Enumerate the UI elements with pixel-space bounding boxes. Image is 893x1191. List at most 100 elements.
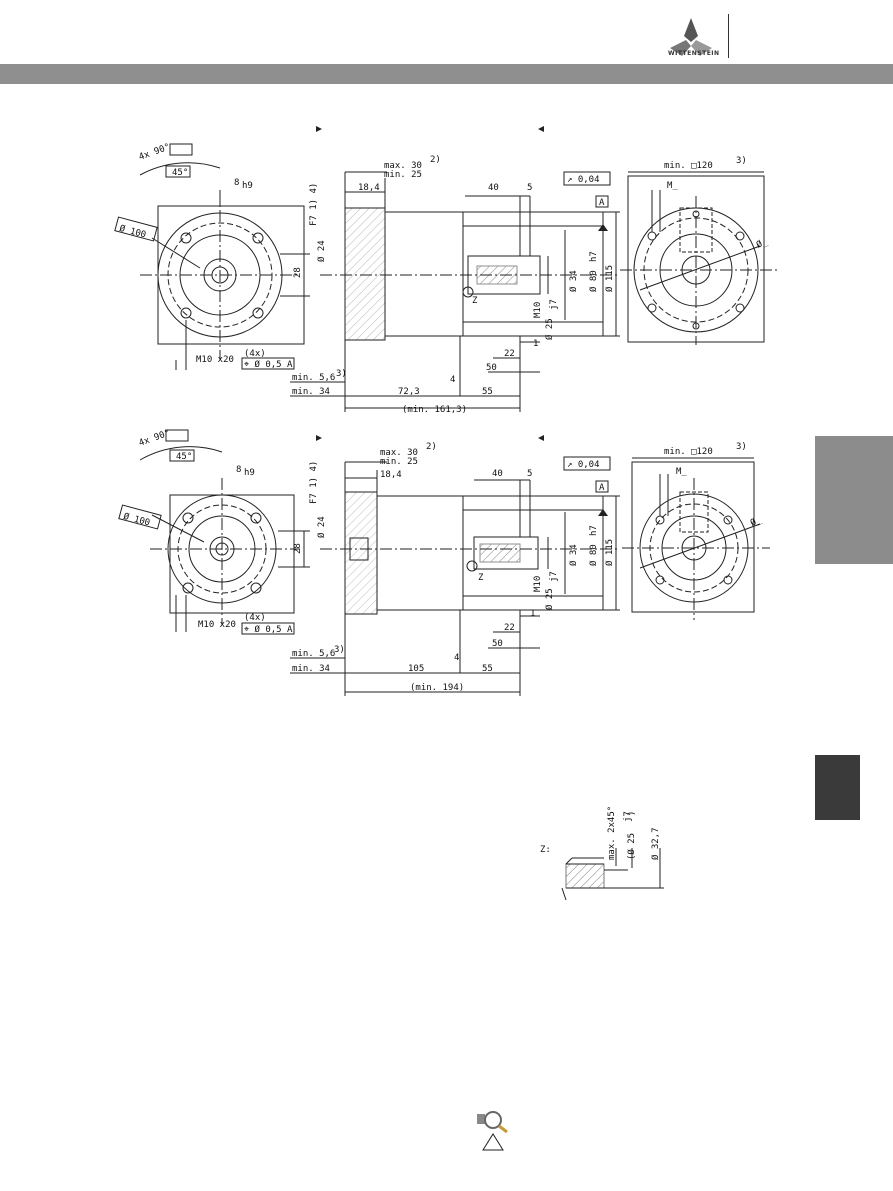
position-tol-frame-bottom	[241, 622, 295, 635]
d22-label: 22	[504, 349, 515, 359]
m10-label-bottom: M10	[533, 576, 543, 592]
d1-label: 1	[533, 339, 538, 349]
frame-45-bottom	[169, 449, 195, 462]
d5-label: 5	[527, 183, 532, 193]
flange-square-label: 4x 90°	[138, 142, 172, 163]
d4-label: 4	[450, 375, 455, 385]
min56-label-bottom: min. 5,6	[292, 649, 335, 659]
d55-label-bottom: 55	[482, 664, 493, 674]
detail-d25-close-label: )	[627, 811, 637, 816]
d105-label: 105	[408, 664, 424, 674]
d80-label-bottom: Ø 80	[588, 544, 599, 566]
m10-label: M10	[533, 302, 543, 318]
detail-z-view	[561, 848, 664, 901]
bore-fit-label-bottom: F7 1) 4)	[309, 461, 319, 504]
arrow-right-icon	[316, 126, 322, 132]
d115-label: Ø 115	[604, 265, 615, 292]
position-tol-label-bottom: ⌖ Ø 0,5 A	[244, 624, 293, 635]
thread-count-label: (4x)	[244, 349, 266, 359]
detail-z-label: Z:	[540, 845, 551, 855]
m-label: M_	[667, 181, 678, 191]
position-tol-label: ⌖ Ø 0,5 A	[244, 359, 293, 370]
d40-label-bottom: 40	[492, 469, 503, 479]
detail-d32-label: Ø 32,7	[650, 827, 661, 860]
arrow-left-icon-bottom	[538, 435, 544, 441]
min34-label: min. 34	[292, 387, 330, 397]
datum-label: A	[599, 198, 605, 208]
d25-label: Ø 25	[544, 318, 555, 340]
key-tol-label: h9	[242, 181, 253, 191]
detail-d25-label: (Ø 25	[626, 833, 637, 860]
max-note-label-bottom: 2)	[426, 442, 437, 452]
note3-d-label: 3)	[736, 442, 747, 452]
d18-label-bottom: 18,4	[380, 470, 402, 480]
d28-label: 28	[293, 267, 303, 278]
max-len-label: max. 30	[384, 161, 422, 171]
datum-frame-bottom	[595, 480, 609, 493]
bottom-right-output-view	[622, 457, 770, 620]
key-tol-label-bottom: h9	[244, 468, 255, 478]
d50-label: 50	[486, 363, 497, 373]
frame-pcd	[114, 216, 158, 242]
d50-label-bottom: 50	[492, 639, 503, 649]
thread-label-bottom: M10 x20	[198, 620, 236, 630]
key-width-label-bottom: 8	[236, 465, 241, 475]
d4-label-bottom: 4	[454, 653, 459, 663]
runout-label-bottom: ↗ 0,04	[567, 460, 600, 470]
datum-triangle	[598, 224, 608, 231]
key-width-label: 8	[234, 178, 239, 188]
d34-label-bottom: Ø 34	[568, 544, 579, 566]
min56-label: min. 5,6	[292, 373, 335, 383]
flange-square-label-bottom: 4x 90°	[138, 428, 172, 449]
max-len-label-bottom: max. 30	[380, 448, 418, 458]
z-label-bottom: Z	[478, 573, 484, 583]
wittenstein-logo-icon	[670, 18, 712, 56]
d80-label: Ø 80	[588, 270, 599, 292]
frame-pcd-bottom	[118, 504, 162, 530]
bore-label: Ø 24	[316, 240, 327, 262]
d25-fit-label-bottom: j7	[549, 571, 559, 582]
search-warning-icon	[477, 1111, 508, 1151]
datum-label-bottom: A	[599, 483, 605, 493]
d22-label-bottom: 22	[504, 623, 515, 633]
d72-label: 72,3	[398, 387, 420, 397]
flange-angle-label-bottom: 45°	[176, 452, 192, 462]
min-len-label: min. 25	[384, 170, 422, 180]
d5-label-bottom: 5	[527, 469, 532, 479]
chamfer-label: max. 2x45°	[607, 806, 617, 860]
pcd-label-bottom: Ø 100	[122, 511, 151, 529]
z-label: Z	[472, 296, 478, 306]
section-tab-dark	[815, 755, 860, 820]
d115-label-bottom: Ø 115	[604, 539, 615, 566]
header-bar	[0, 64, 893, 84]
runout-frame	[563, 171, 611, 186]
datum-triangle-bottom	[598, 509, 608, 516]
d80-fit-label-bottom: h7	[589, 525, 599, 536]
d34-label: Ø 34	[568, 270, 579, 292]
note3-b-label: 3)	[736, 156, 747, 166]
bottom-left-flange-view	[139, 446, 310, 632]
max-note-label: 2)	[430, 155, 441, 165]
d40-label: 40	[488, 183, 499, 193]
frame-45	[165, 165, 191, 178]
frame-90	[169, 143, 193, 156]
note3-a-label: 3)	[336, 369, 347, 379]
frame-90-bottom	[165, 429, 189, 442]
brand-separator	[728, 14, 729, 58]
m-label-bottom: M_	[676, 467, 687, 477]
bore-label-bottom: Ø 24	[316, 516, 327, 538]
phi-label: Ø_	[755, 236, 770, 251]
position-tol-frame	[241, 357, 295, 370]
d28-label-bottom: 28	[293, 543, 303, 554]
phi-label-bottom: Ø_	[749, 514, 764, 529]
detail-d25-fit-label: j7	[623, 811, 633, 822]
flange-angle-label: 45°	[172, 168, 188, 178]
note3-c-label: 3)	[334, 645, 345, 655]
top-left-flange-view	[139, 162, 310, 370]
top-right-output-view	[620, 171, 780, 345]
thread-label: M10 x20	[196, 355, 234, 365]
arrow-right-icon-bottom	[316, 435, 322, 441]
total-bottom-label: (min. 194)	[410, 683, 464, 693]
datum-frame	[595, 195, 609, 208]
min34-label-bottom: min. 34	[292, 664, 330, 674]
